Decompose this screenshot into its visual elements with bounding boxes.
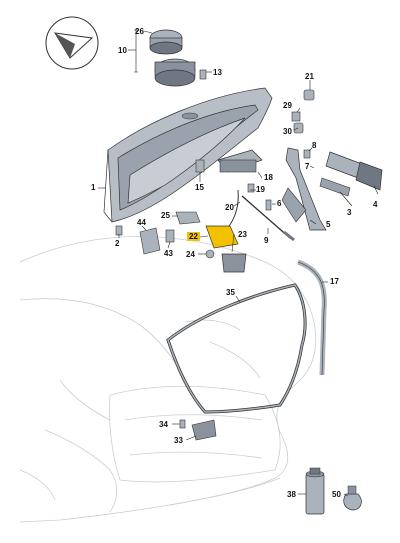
callout-50: 50 xyxy=(332,490,341,499)
callout-7: 7 xyxy=(305,162,310,171)
right-hardware xyxy=(265,89,383,211)
callout-15: 15 xyxy=(195,183,204,192)
callout-43: 43 xyxy=(164,249,173,258)
callout-13: 13 xyxy=(213,68,222,77)
callout-30: 30 xyxy=(283,127,292,136)
callout-5: 5 xyxy=(326,220,331,229)
callout-1: 1 xyxy=(91,183,96,192)
callout-21: 21 xyxy=(305,72,314,81)
callout-33: 33 xyxy=(174,436,183,445)
callout-24: 24 xyxy=(186,250,195,259)
trunk-lid xyxy=(103,87,273,223)
motor-assembly xyxy=(149,29,207,87)
callout-3: 3 xyxy=(347,208,352,217)
callout-35: 35 xyxy=(226,288,235,297)
callout-34: 34 xyxy=(159,420,168,429)
trunk-seal xyxy=(166,283,307,414)
callout-6: 6 xyxy=(277,199,282,208)
callout-8: 8 xyxy=(312,141,317,150)
floor-parts xyxy=(179,419,217,441)
car-body-outline xyxy=(19,236,317,523)
callout-19: 19 xyxy=(256,185,265,194)
callout-18: 18 xyxy=(264,173,273,182)
callout-17: 17 xyxy=(330,277,339,286)
callout-25: 25 xyxy=(161,211,170,220)
drain-tube xyxy=(297,259,327,376)
callout-20: 20 xyxy=(225,203,234,212)
callout-2: 2 xyxy=(115,239,120,248)
callout-10: 10 xyxy=(118,46,127,55)
callout-38: 38 xyxy=(287,490,296,499)
leader-lines xyxy=(98,29,379,497)
callout-22-highlighted: 22 xyxy=(187,232,200,241)
callout-44: 44 xyxy=(137,218,146,227)
callout-9: 9 xyxy=(264,236,269,245)
callout-29: 29 xyxy=(283,101,292,110)
lock-motor-hinge xyxy=(195,147,327,231)
callout-23: 23 xyxy=(238,230,247,239)
latch-parts xyxy=(115,211,247,273)
direction-arrow-icon xyxy=(45,16,99,70)
spray-can xyxy=(305,467,325,515)
callout-26: 26 xyxy=(135,27,144,36)
grease-bag xyxy=(343,485,362,511)
callout-4: 4 xyxy=(373,200,378,209)
